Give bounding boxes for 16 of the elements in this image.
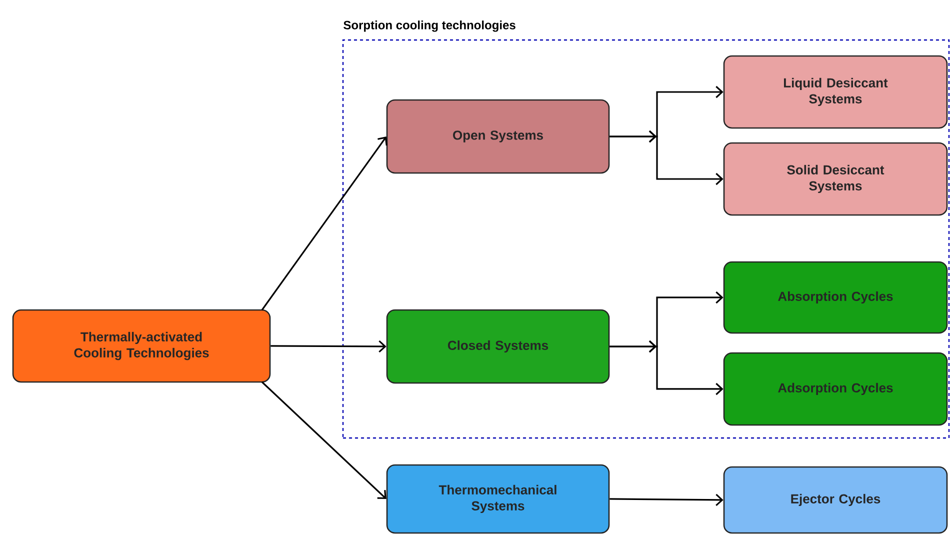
process-box: Closed Systems xyxy=(386,309,610,384)
arrow xyxy=(261,381,386,499)
process-box: Ejector Cycles xyxy=(723,466,948,534)
arrow xyxy=(270,340,386,353)
process-box: Adsorption Cycles xyxy=(723,352,948,426)
process-box: Open Systems xyxy=(386,99,610,174)
process-box: Thermomechanical Systems xyxy=(386,464,610,534)
group-heading: Sorption cooling technologies xyxy=(344,20,516,32)
process-box: Thermally-activated Cooling Technologies xyxy=(12,309,271,383)
arrow xyxy=(610,130,724,186)
process-box: Liquid Desiccant Systems xyxy=(723,55,948,129)
arrow xyxy=(610,494,724,506)
process-box: Solid Desiccant Systems xyxy=(723,142,948,216)
arrow xyxy=(610,340,724,396)
process-box: Absorption Cycles xyxy=(723,261,948,334)
arrow xyxy=(261,136,388,310)
